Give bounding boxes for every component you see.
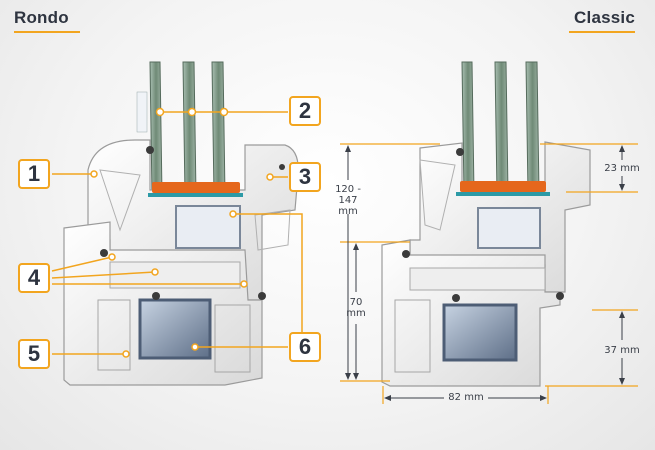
rondo-sash-reinforcement <box>175 205 241 249</box>
rondo-callout-dots <box>90 107 274 358</box>
classic-dimension-lines <box>340 143 638 404</box>
callout-badge-4: 4 <box>18 263 50 293</box>
rondo-orange-seal <box>152 182 240 193</box>
classic-sash-reinforcement <box>477 207 541 249</box>
rondo-profile <box>63 61 299 386</box>
callout-badge-6: 6 <box>289 332 321 362</box>
rondo-glass-pane-3 <box>211 61 226 196</box>
callout-badge-2: 2 <box>289 96 321 126</box>
rondo-glass-pane-1 <box>149 61 163 196</box>
title-rondo: Rondo <box>14 8 80 33</box>
rondo-glass-label <box>136 91 148 133</box>
dimension-bottom-frame: 37 mm <box>604 345 640 356</box>
dimension-lower-height: 70 mm <box>346 297 366 319</box>
classic-dimension-arrows <box>347 148 623 399</box>
classic-orange-seal <box>460 181 546 192</box>
dimension-total-height: 120 - 147 mm <box>335 184 361 217</box>
dimension-top-sash: 23 mm <box>604 163 640 174</box>
classic-frame-reinforcement <box>442 303 518 362</box>
callout-badge-5: 5 <box>18 339 50 369</box>
callout-badge-3: 3 <box>289 162 321 192</box>
dimension-width: 82 mm <box>448 392 484 403</box>
classic-glass-pane-2 <box>494 61 509 194</box>
classic-profile <box>381 61 591 387</box>
rondo-glass-pane-2 <box>182 61 197 196</box>
title-classic: Classic <box>569 8 635 33</box>
callout-badge-1: 1 <box>18 159 50 189</box>
rondo-frame-reinforcement <box>138 298 212 360</box>
classic-glass-pane-3 <box>525 61 540 194</box>
classic-glass-pane-1 <box>461 61 475 194</box>
